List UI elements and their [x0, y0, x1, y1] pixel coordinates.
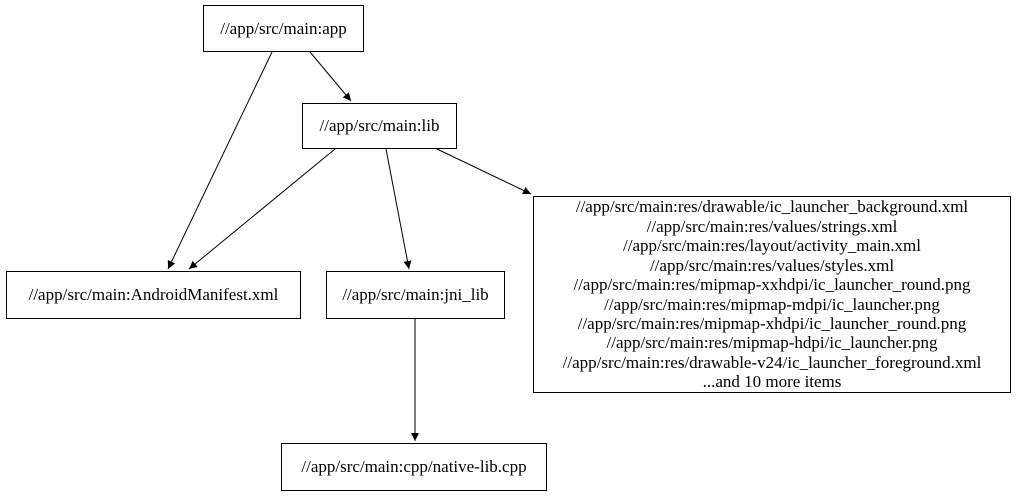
node-app: //app/src/main:app [203, 5, 364, 52]
res-file-line: //app/src/main:res/mipmap-mdpi/ic_launch… [604, 294, 940, 314]
node-app-label: //app/src/main:app [220, 18, 347, 38]
node-lib: //app/src/main:lib [302, 103, 457, 149]
res-file-line: //app/src/main:res/mipmap-xxhdpi/ic_laun… [573, 275, 971, 295]
res-file-line: //app/src/main:res/mipmap-hdpi/ic_launch… [606, 333, 938, 353]
edge-lib-to-jni-lib [385, 148, 412, 270]
edge-lib-to-android-manifest [188, 148, 336, 270]
node-jni-lib: //app/src/main:jni_lib [326, 271, 505, 319]
res-file-line: //app/src/main:res/values/styles.xml [649, 255, 895, 275]
edge-app-to-lib [309, 51, 352, 102]
node-res-file-group: //app/src/main:res/drawable/ic_launcher_… [533, 196, 1011, 393]
node-lib-label: //app/src/main:lib [319, 116, 440, 135]
node-android-manifest: //app/src/main:AndroidManifest.xml [6, 271, 301, 319]
res-file-line: //app/src/main:res/values/strings.xml [646, 216, 898, 236]
res-file-line: //app/src/main:res/mipmap-xhdpi/ic_launc… [577, 313, 967, 333]
res-file-line: //app/src/main:res/layout/activity_main.… [623, 236, 921, 256]
res-file-line: //app/src/main:res/drawable/ic_launcher_… [575, 197, 969, 217]
node-jni-lib-label: //app/src/main:jni_lib [342, 285, 489, 304]
edge-app-to-android-manifest [167, 51, 273, 270]
node-native-lib-cpp: //app/src/main:cpp/native-lib.cpp [281, 443, 547, 491]
res-file-line-more: ...and 10 more items [702, 372, 842, 392]
node-native-lib-cpp-label: //app/src/main:cpp/native-lib.cpp [301, 457, 527, 476]
node-android-manifest-label: //app/src/main:AndroidManifest.xml [28, 285, 279, 304]
edge-lib-to-res-group [436, 148, 532, 195]
res-file-line: //app/src/main:res/drawable-v24/ic_launc… [562, 352, 982, 372]
